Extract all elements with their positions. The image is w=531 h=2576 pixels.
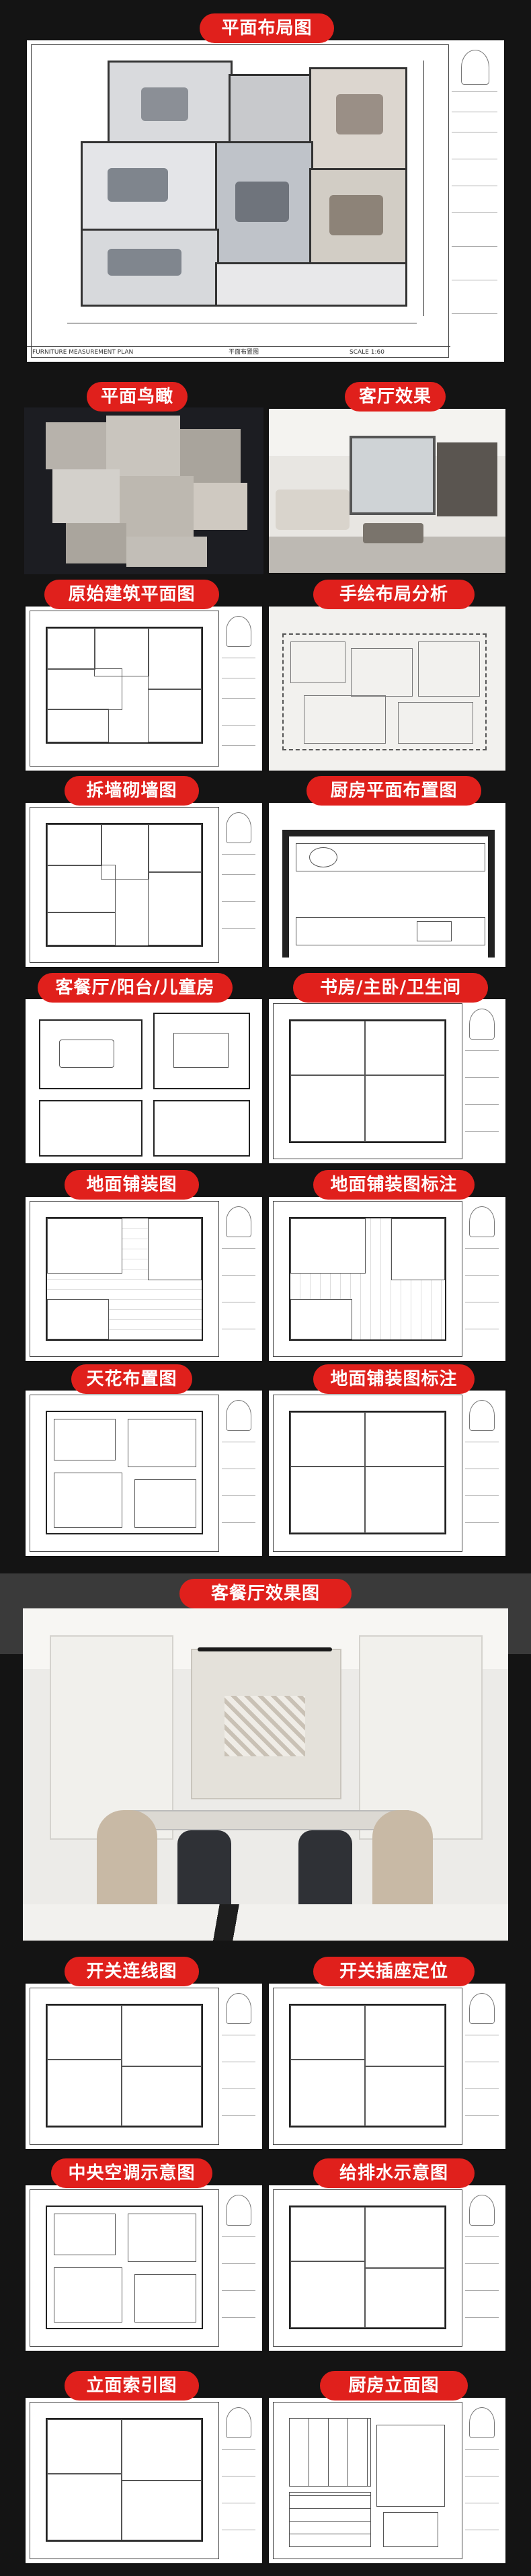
section-title-study-master-bath: 书房/主卧/卫生间 <box>293 973 488 1003</box>
section-title-central-ac: 中央空调示意图 <box>51 2158 212 2188</box>
original-plan-drawing <box>24 605 263 772</box>
kitchen-elevation-drawing <box>268 2396 507 2565</box>
section-title-demolition-plan: 拆墙砌墙图 <box>65 776 199 806</box>
section-title-living-balcony-kids: 客餐厅/阳台/儿童房 <box>38 973 233 1003</box>
living-balcony-kids-drawing <box>24 998 263 1165</box>
study-master-bath-drawing <box>268 998 507 1165</box>
switch-wiring-drawing <box>24 1982 263 2150</box>
section-title-elevation-index: 立面索引图 <box>65 2371 199 2401</box>
section-title-ceiling-plan: 天花布置图 <box>71 1364 192 1394</box>
water-supply-drawing <box>268 2184 507 2352</box>
aerial-view-image <box>24 407 263 574</box>
section-title-kitchen-elevation: 厨房立面图 <box>320 2371 468 2401</box>
central-ac-drawing <box>24 2184 263 2352</box>
floor-paving-marked-drawing-1 <box>268 1196 507 1362</box>
hand-drawn-analysis-drawing <box>268 605 507 772</box>
drawing-footer: FURNITURE MEASUREMENT PLAN 平面布置图 SCALE 1… <box>27 346 450 358</box>
kitchen-plan-drawing <box>268 802 507 968</box>
section-title-aerial-view: 平面鸟瞰 <box>87 382 188 412</box>
floor-paving-drawing <box>24 1196 263 1362</box>
rendered-floor-plan <box>67 61 417 316</box>
section-title-switch-wiring: 开关连线图 <box>65 1957 199 1986</box>
section-title-living-room-effect: 客厅效果 <box>345 382 446 412</box>
section-title-floor-paving-marked-2: 地面铺装图标注 <box>313 1364 475 1394</box>
demolition-plan-drawing <box>24 802 263 968</box>
section-title-socket-positioning: 开关插座定位 <box>313 1957 475 1986</box>
floor-paving-marked-drawing-2 <box>268 1389 507 1557</box>
dimension-line-right <box>423 61 424 316</box>
section-title-dining-effect: 客餐厅效果图 <box>179 1579 352 1608</box>
socket-positioning-drawing <box>268 1982 507 2150</box>
section-title-floor-paving: 地面铺装图 <box>65 1170 199 1200</box>
layout-plan-drawing: FURNITURE MEASUREMENT PLAN 平面布置图 SCALE 1… <box>26 39 505 363</box>
drawing-name: FURNITURE MEASUREMENT PLAN <box>32 349 134 356</box>
section-title-water-supply: 给排水示意图 <box>313 2158 475 2188</box>
drawing-scale: SCALE 1:60 <box>350 349 384 356</box>
title-block <box>448 44 500 358</box>
section-title-hand-drawn-analysis: 手绘布局分析 <box>313 580 475 609</box>
section-title-original-plan: 原始建筑平面图 <box>44 580 219 609</box>
section-title-layout-plan: 平面布局图 <box>200 13 334 43</box>
designer-avatar <box>461 50 489 85</box>
elevation-index-drawing <box>24 2396 263 2565</box>
living-room-effect-image <box>268 407 507 574</box>
drawing-caption: 平面布置图 <box>229 349 259 356</box>
section-title-floor-paving-marked-1: 地面铺装图标注 <box>313 1170 475 1200</box>
dining-effect-image <box>23 1608 508 1941</box>
section-title-kitchen-plan: 厨房平面布置图 <box>307 776 481 806</box>
ceiling-plan-drawing <box>24 1389 263 1557</box>
